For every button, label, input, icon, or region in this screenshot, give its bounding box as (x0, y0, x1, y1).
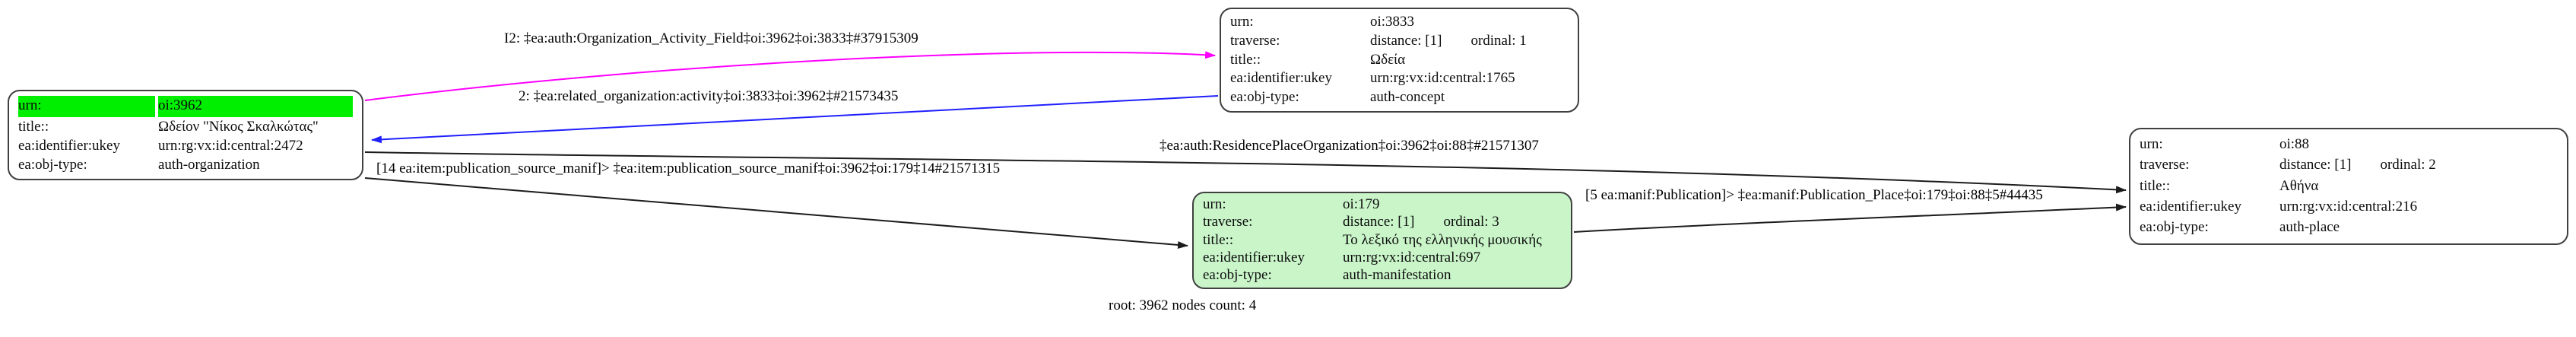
row-key: traverse: (1230, 32, 1280, 49)
row-value: urn:rg:vx:id:central:697 (1343, 249, 1481, 265)
edge-residence-place-organization[interactable] (364, 151, 2127, 194)
row-key: title:: (1203, 231, 1234, 248)
edge-label-publication-source-manif: [14 ea:item:publication_source_manif]> ‡… (376, 161, 1001, 176)
node-row-ukey: ea:identifier:ukey urn:rg:vx:id:central:… (18, 138, 353, 155)
node-row-title: title:: Αθήνα (2140, 178, 2558, 196)
row-value: auth-organization (158, 157, 260, 173)
node-row-urn: urn: oi:3833 (1230, 14, 1569, 31)
root-count-note: root: 3962 nodes count: 4 (1109, 297, 1257, 313)
row-key: urn: (1230, 14, 1254, 30)
node-row-objtype: ea:obj-type: auth-concept (1230, 89, 1569, 107)
node-row-traverse: traverse: distance: [1] ordinal: 2 (2140, 157, 2558, 174)
row-value: Ωδεία (1370, 51, 1406, 68)
node-row-ukey: ea:identifier:ukey urn:rg:vx:id:central:… (1203, 250, 1562, 267)
node-row-urn: urn: oi:179 (1203, 196, 1562, 214)
row-value: auth-concept (1370, 89, 1445, 106)
row-key: ea:identifier:ukey (1230, 70, 1332, 87)
node-row-urn: urn: oi:88 (2140, 136, 2558, 154)
row-key: ea:identifier:ukey (2140, 199, 2241, 215)
node-row-title: title:: Το λεξικό της ελληνικής μουσικής (1203, 232, 1562, 250)
node-row-objtype: ea:obj-type: auth-place (2140, 219, 2558, 237)
edge-publication-source-manif[interactable] (364, 177, 1188, 250)
row-key: ea:obj-type: (2140, 219, 2209, 236)
row-value: Ωδείον "Νίκος Σκαλκώτας" (158, 119, 319, 135)
row-key: title:: (1230, 51, 1261, 68)
row-key: traverse: (2140, 157, 2190, 173)
node-row-title: title:: Ωδεία (1230, 52, 1569, 69)
node-row-traverse: traverse: distance: [1] ordinal: 1 (1230, 33, 1569, 50)
row-key: ea:obj-type: (1230, 89, 1299, 106)
row-key: ea:identifier:ukey (18, 138, 120, 154)
edge-publication-place[interactable] (1573, 203, 2127, 233)
row-key: urn: (18, 96, 155, 117)
row-key: ea:obj-type: (18, 157, 87, 173)
row-ordinal: ordinal: 2 (2380, 157, 2436, 173)
row-value: oi:3962 (158, 96, 353, 117)
edge-label-related-organization-activity: 2: ‡ea:related_organization:activity‡oi:… (519, 88, 899, 104)
row-ordinal: ordinal: 1 (1470, 32, 1527, 49)
node-oi-3962[interactable]: urn: oi:3962 title:: Ωδείον "Νίκος Σκαλκ… (8, 90, 363, 180)
row-value: distance: [1] (1343, 214, 1415, 230)
node-row-objtype: ea:obj-type: auth-manifestation (1203, 267, 1562, 285)
node-row-urn: urn: oi:3962 (18, 96, 353, 117)
row-value: distance: [1] (1370, 32, 1442, 49)
row-key: urn: (2140, 135, 2163, 152)
node-row-ukey: ea:identifier:ukey urn:rg:vx:id:central:… (1230, 70, 1569, 87)
row-value: distance: [1] (2279, 157, 2352, 173)
row-key: urn: (1203, 196, 1226, 213)
node-oi-88[interactable]: urn: oi:88 traverse: distance: [1] ordin… (2129, 128, 2568, 245)
edge-organization-activity-field[interactable] (364, 51, 1216, 101)
edge-label-organization-activity-field: I2: ‡ea:auth:Organization_Activity_Field… (504, 30, 918, 46)
row-key: ea:identifier:ukey (1203, 249, 1305, 265)
row-value: oi:88 (2279, 135, 2310, 152)
row-key: traverse: (1203, 214, 1253, 230)
node-oi-3833[interactable]: urn: oi:3833 traverse: distance: [1] ord… (1220, 8, 1579, 113)
row-value: urn:rg:vx:id:central:2472 (158, 138, 303, 154)
row-key: ea:obj-type: (1203, 266, 1272, 283)
row-value: urn:rg:vx:id:central:1765 (1370, 70, 1515, 87)
node-oi-179[interactable]: urn: oi:179 traverse: distance: [1] ordi… (1192, 192, 1572, 289)
row-key: title:: (2140, 177, 2171, 194)
row-value: Αθήνα (2279, 177, 2319, 194)
edge-label-publication-place: [5 ea:manif:Publication]> ‡ea:manif:Publ… (1585, 187, 2043, 203)
row-ordinal: ordinal: 3 (1443, 214, 1499, 230)
row-value: oi:179 (1343, 196, 1380, 213)
row-key: title:: (18, 119, 49, 135)
row-value: auth-place (2279, 219, 2340, 236)
node-row-ukey: ea:identifier:ukey urn:rg:vx:id:central:… (2140, 199, 2558, 216)
row-value: auth-manifestation (1343, 266, 1451, 283)
node-row-objtype: ea:obj-type: auth-organization (18, 157, 353, 174)
node-row-title: title:: Ωδείον "Νίκος Σκαλκώτας" (18, 119, 353, 136)
edge-label-residence-place-organization: ‡ea:auth:ResidencePlaceOrganization‡oi:3… (1160, 138, 1539, 154)
node-row-traverse: traverse: distance: [1] ordinal: 3 (1203, 214, 1562, 231)
row-value: oi:3833 (1370, 14, 1415, 30)
row-value: Το λεξικό της ελληνικής μουσικής (1343, 231, 1542, 248)
row-value: urn:rg:vx:id:central:216 (2279, 199, 2418, 215)
